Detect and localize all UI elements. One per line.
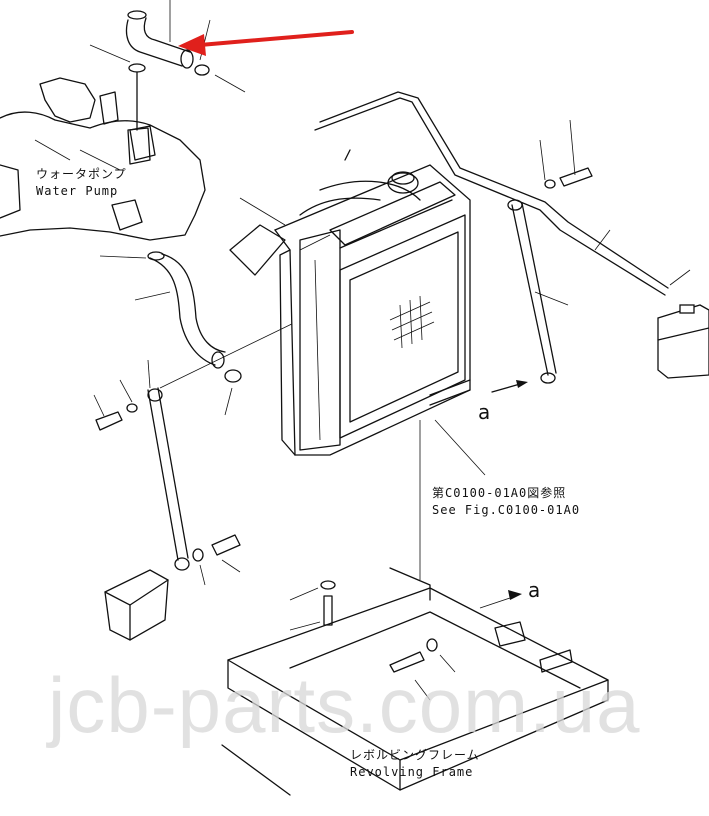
watermark: jcb-parts.com.ua — [48, 661, 641, 749]
highlight-arrow — [178, 30, 354, 56]
marker-a-upper: a — [478, 400, 491, 424]
revolving-frame-label-jp: レボルビングフレーム — [350, 748, 480, 762]
revolving-frame — [221, 420, 609, 796]
reservoir-tank — [657, 304, 709, 379]
right-support-rod — [491, 199, 569, 393]
radiator-assembly — [229, 164, 471, 456]
left-support-rod — [93, 359, 241, 641]
marker-a-lower: a — [528, 578, 541, 602]
see-fig-note-jp: 第C0100-01A0図参照 — [432, 486, 567, 500]
water-pump-label-en: Water Pump — [36, 184, 119, 198]
see-fig-note-en: See Fig.C0100-01A0 — [432, 503, 581, 517]
stay-rod — [314, 91, 691, 296]
upper-hose — [89, 0, 246, 165]
engine-block — [0, 77, 206, 241]
water-pump-label-jp: ウォータポンプ — [36, 167, 127, 181]
lower-hose — [99, 251, 301, 416]
revolving-frame-label-en: Revolving Frame — [350, 765, 474, 779]
